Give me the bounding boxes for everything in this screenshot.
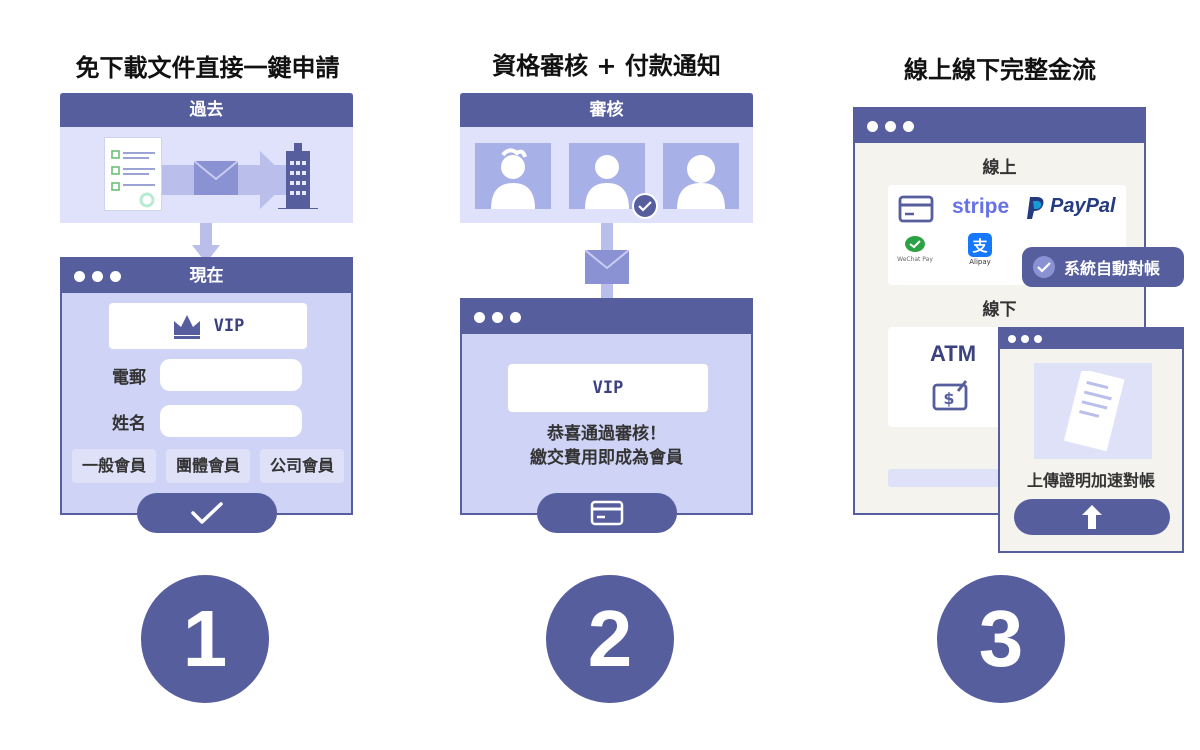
applicant-avatar-2 <box>569 143 645 209</box>
wechat-pay-icon <box>905 236 925 252</box>
past-window: 過去 <box>60 93 353 223</box>
now-window: 現在 VIP 電郵 姓名 一般會員 團體會員 公司會員 <box>60 257 353 515</box>
review-window: 審核 <box>460 93 753 223</box>
step2-title: 資格審核 + 付款通知 <box>492 52 721 80</box>
crown-icon <box>173 315 200 339</box>
step1-title: 免下載文件直接一鍵申請 <box>75 54 340 82</box>
credit-card-icon <box>590 500 624 526</box>
applicant-avatar-1 <box>475 143 551 209</box>
vip-box: VIP <box>508 364 708 412</box>
step3-number: 3 <box>937 575 1065 703</box>
step1-number: 1 <box>141 575 269 703</box>
online-label: 線上 <box>982 158 1017 178</box>
approved-check-icon <box>632 193 658 219</box>
email-label: 電郵 <box>112 368 146 388</box>
upload-button[interactable] <box>1014 499 1170 535</box>
vip-badge: VIP <box>109 303 307 349</box>
arrow-down-icon <box>192 223 220 263</box>
upload-proof-window: 上傳證明加速對帳 <box>998 327 1184 553</box>
card-payment-icon <box>898 195 934 223</box>
vip-label-2: VIP <box>592 378 624 398</box>
window-dots-3 <box>867 109 914 143</box>
member-type-company[interactable]: 公司會員 <box>260 449 344 483</box>
payment-notice-bar <box>462 300 751 334</box>
svg-text:$: $ <box>943 389 954 408</box>
member-type-general[interactable]: 一般會員 <box>72 449 156 483</box>
auto-reconcile-label: 系統自動對帳 <box>1064 259 1161 278</box>
past-window-bar: 過去 <box>60 93 353 127</box>
arrow-right-icon <box>260 151 290 209</box>
window-dots-4 <box>1008 329 1042 349</box>
paypal-logo: PayPal <box>1050 195 1116 217</box>
envelope-icon <box>194 161 238 195</box>
approval-message-line2: 繳交費用即成為會員 <box>530 448 683 468</box>
vip-label: VIP <box>213 316 245 336</box>
pay-button[interactable] <box>537 493 677 533</box>
review-label: 審核 <box>589 100 624 120</box>
paypal-icon <box>1027 197 1044 219</box>
payment-flow-bar <box>855 109 1144 143</box>
receipt-panel <box>1034 363 1152 459</box>
email-field[interactable] <box>160 359 302 391</box>
submit-button[interactable] <box>137 493 277 533</box>
upload-proof-bar <box>1000 329 1182 349</box>
auto-reconcile-badge: 系統自動對帳 <box>1022 247 1184 287</box>
window-dots-2 <box>474 300 521 334</box>
applicant-avatar-3 <box>663 143 739 209</box>
member-type-group[interactable]: 團體會員 <box>166 449 250 483</box>
svg-text:支: 支 <box>971 237 988 255</box>
name-label: 姓名 <box>112 414 146 434</box>
wechat-pay-label: WeChat Pay <box>897 256 933 263</box>
notification-envelope-icon <box>585 250 629 284</box>
atm-label: ATM <box>930 341 977 366</box>
reconcile-check-icon <box>1033 256 1055 278</box>
upload-proof-label: 上傳證明加速對帳 <box>1026 471 1155 490</box>
alipay-icon: 支 <box>968 233 992 257</box>
alipay-label: Alipay <box>969 258 991 266</box>
window-dots <box>74 259 121 293</box>
approval-message-line1: 恭喜通過審核！ <box>547 424 666 444</box>
online-methods-box: stripe PayPal WeChat Pay 支 Alipay <box>888 185 1126 285</box>
name-field[interactable] <box>160 405 302 437</box>
step3-title: 線上線下完整金流 <box>904 56 1096 84</box>
now-window-bar: 現在 <box>62 259 351 293</box>
upload-arrow-icon <box>1082 505 1102 529</box>
document-icon <box>104 137 162 211</box>
past-label: 過去 <box>189 100 224 120</box>
atm-cash-icon: $ <box>932 380 968 411</box>
checkmark-icon <box>191 502 223 524</box>
building-icon <box>278 143 318 209</box>
payment-notice-window: VIP 恭喜通過審核！ 繳交費用即成為會員 <box>460 298 753 515</box>
approval-message: 恭喜通過審核！ 繳交費用即成為會員 <box>462 422 751 470</box>
stripe-logo: stripe <box>952 195 1010 218</box>
receipt-icon <box>1063 371 1125 452</box>
now-label: 現在 <box>189 266 224 286</box>
step2-number: 2 <box>546 575 674 703</box>
footer-bar <box>888 469 1028 487</box>
review-window-bar: 審核 <box>460 93 753 127</box>
offline-label: 線下 <box>982 300 1017 320</box>
